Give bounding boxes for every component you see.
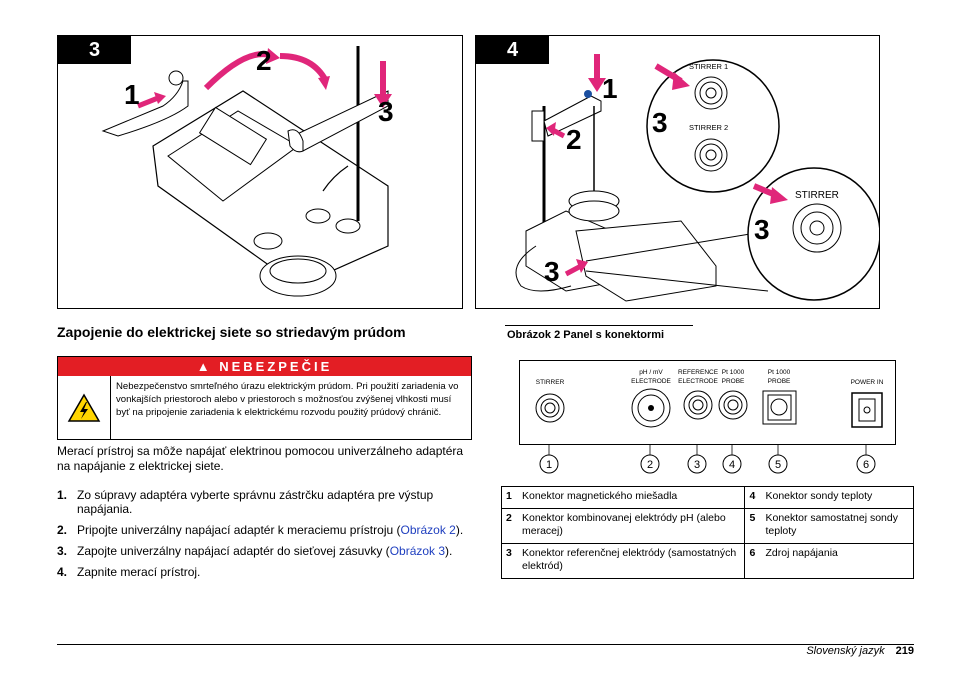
connector-callouts: 1 2 3 4 5 6 xyxy=(519,430,909,480)
figure-3-number: 3 xyxy=(58,36,131,64)
footer-language: Slovenský jazyk xyxy=(806,645,885,657)
callout-1: 1 xyxy=(546,459,552,471)
steps-list: 1.Zo súpravy adaptéra vyberte správnu zá… xyxy=(57,488,477,586)
warning-triangle-icon: ▲ xyxy=(196,359,213,374)
connector-5-label-2: PROBE xyxy=(768,378,791,385)
table-row: 1 Konektor magnetického miešadla 4 Konek… xyxy=(501,486,915,509)
connector-4-label-1: Pt 1000 xyxy=(722,369,745,376)
fig4-label-3c: 3 xyxy=(544,256,560,287)
figure-3-link[interactable]: Obrázok 3 xyxy=(389,544,446,558)
list-item: 1.Zo súpravy adaptéra vyberte správnu zá… xyxy=(57,488,434,516)
fig3-label-3: 3 xyxy=(378,96,394,127)
callout-3: 3 xyxy=(694,459,700,471)
list-item: 2.Pripojte univerzálny napájací adaptér … xyxy=(57,523,464,537)
list-item: 3.Zapojte univerzálny napájací adaptér d… xyxy=(57,544,453,558)
page-footer: Slovenský jazyk 219 xyxy=(806,645,914,657)
connector-legend-table: 1 Konektor magnetického miešadla 4 Konek… xyxy=(501,486,915,579)
callout-5: 5 xyxy=(775,459,781,471)
danger-box: ▲ NEBEZPEČIE Nebezpečenstvo smrteľného ú… xyxy=(57,356,472,440)
connector-3-label-1: REFERENCE xyxy=(678,369,719,376)
fig4-label-3b: 3 xyxy=(754,214,770,245)
connector-3-label-2: ELECTRODE xyxy=(678,378,718,385)
stirrer-1-label: STIRRER 1 xyxy=(689,62,728,71)
danger-header: ▲ NEBEZPEČIE xyxy=(58,357,471,376)
figure-4: STIRRER 1 STIRRER 2 STIRRER 1 2 3 3 3 4 xyxy=(475,35,880,309)
connector-4-label-2: PROBE xyxy=(722,378,745,385)
stirrer-2-label: STIRRER 2 xyxy=(689,123,728,132)
connector-5-label-1: Pt 1000 xyxy=(768,369,791,376)
fig4-label-3a: 3 xyxy=(652,107,668,138)
connector-panel: STIRRER pH / mV ELECTRODE REFERENCE ELEC… xyxy=(519,360,896,445)
fig4-label-1: 1 xyxy=(602,73,618,104)
callout-6: 6 xyxy=(863,459,869,471)
callout-2: 2 xyxy=(647,459,653,471)
figure-3: 1 2 3 3 xyxy=(57,35,463,309)
connector-2-label-2: ELECTRODE xyxy=(631,378,671,385)
danger-text: Nebezpečenstvo smrteľného úrazu elektric… xyxy=(116,381,459,418)
page-number: 219 xyxy=(895,645,914,657)
connector-1-label: STIRRER xyxy=(536,379,565,386)
danger-header-text: NEBEZPEČIE xyxy=(219,359,333,374)
callout-4: 4 xyxy=(729,459,735,471)
section-title: Zapojenie do elektrickej siete so stried… xyxy=(57,324,406,340)
figure-3-illustration: 1 2 3 xyxy=(101,45,394,297)
figure-4-illustration: STIRRER 1 STIRRER 2 STIRRER 1 2 3 3 3 xyxy=(515,54,879,302)
intro-paragraph: Merací prístroj sa môže napájať elektrin… xyxy=(57,444,464,473)
footer-rule xyxy=(57,644,914,645)
table-row: 3 Konektor referenčnej elektródy (samost… xyxy=(501,543,915,579)
connector-6-label: POWER IN xyxy=(851,379,884,386)
list-item: 4.Zapnite merací prístroj. xyxy=(57,565,201,579)
stirrer-label: STIRRER xyxy=(795,190,839,201)
electric-hazard-icon xyxy=(67,392,101,422)
caption-rule xyxy=(505,325,693,326)
connector-2-label-1: pH / mV xyxy=(639,369,663,376)
fig3-label-2: 2 xyxy=(256,45,272,76)
figure-2-caption: Obrázok 2 Panel s konektormi xyxy=(507,329,665,341)
figure-4-number: 4 xyxy=(476,36,549,64)
figure-2-link[interactable]: Obrázok 2 xyxy=(400,523,456,537)
fig3-label-1: 1 xyxy=(124,79,140,110)
table-row: 2 Konektor kombinovanej elektródy pH (al… xyxy=(501,508,915,544)
fig4-label-2: 2 xyxy=(566,124,582,155)
